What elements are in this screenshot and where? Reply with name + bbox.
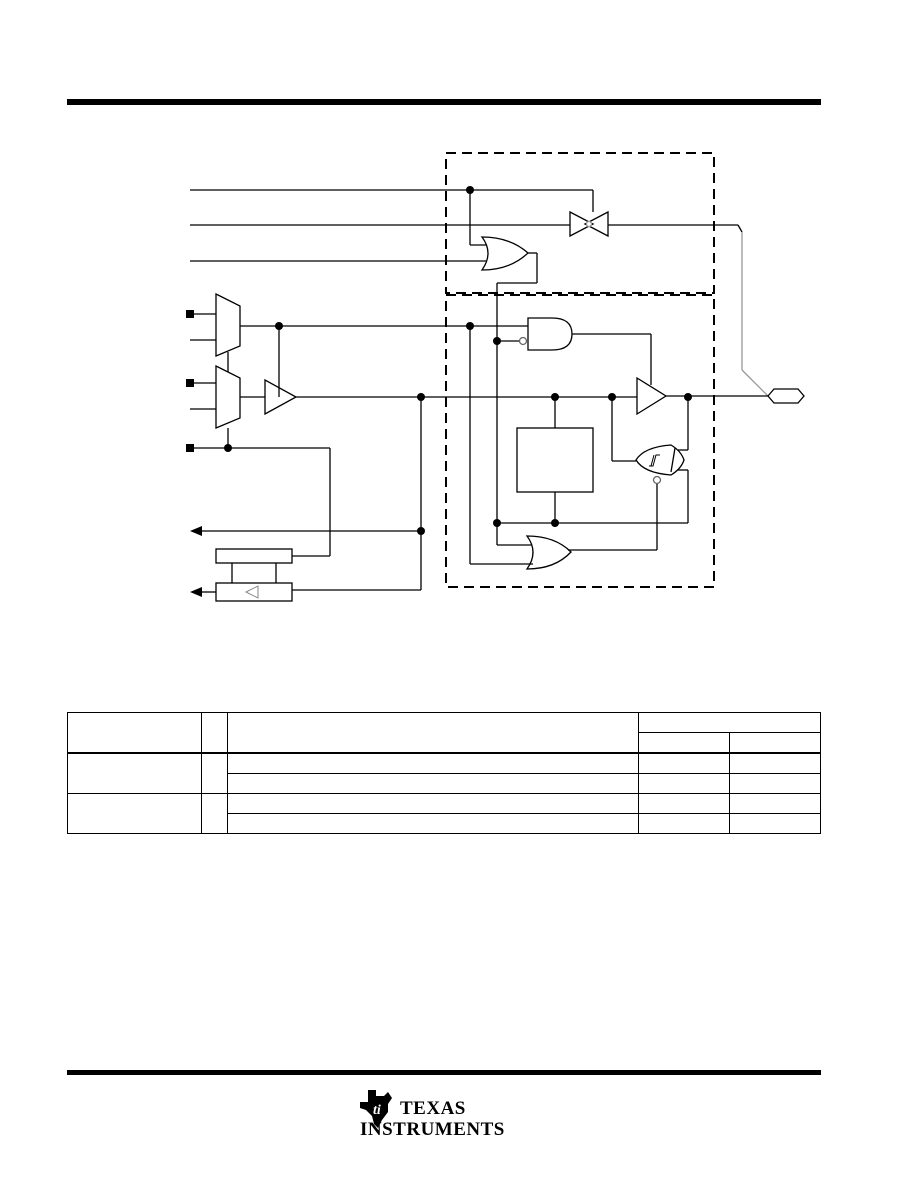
logic-diagram	[186, 152, 805, 602]
and-gate	[527, 317, 573, 351]
register-top	[215, 548, 293, 564]
io-pad	[767, 388, 805, 404]
mux-upper	[215, 292, 241, 357]
texas-instruments-logo: ti TEXAS INSTRUMENTS	[356, 1088, 516, 1144]
header-rule	[67, 99, 821, 105]
lower-dashed-block	[445, 294, 715, 588]
or-gate-lower	[525, 535, 572, 570]
output-buffer	[636, 376, 668, 416]
pin-table	[67, 712, 821, 834]
logo-line-1: TEXAS	[400, 1098, 466, 1119]
logo-line-2: INSTRUMENTS	[360, 1119, 505, 1140]
or-gate-upper	[480, 236, 529, 271]
svg-text:ti: ti	[373, 1103, 381, 1118]
transmission-gate	[569, 210, 595, 238]
input-buffer	[264, 378, 298, 416]
register-bottom	[215, 582, 293, 602]
upper-dashed-block	[445, 152, 715, 294]
pull-block	[516, 427, 594, 493]
junction-dots	[224, 186, 692, 535]
pin-markers	[186, 310, 194, 452]
footer-rule	[67, 1070, 821, 1075]
ti-map-icon: ti	[360, 1090, 392, 1128]
schmitt-gate	[635, 444, 685, 476]
mux-lower	[215, 364, 241, 429]
output-arrows	[190, 526, 202, 597]
